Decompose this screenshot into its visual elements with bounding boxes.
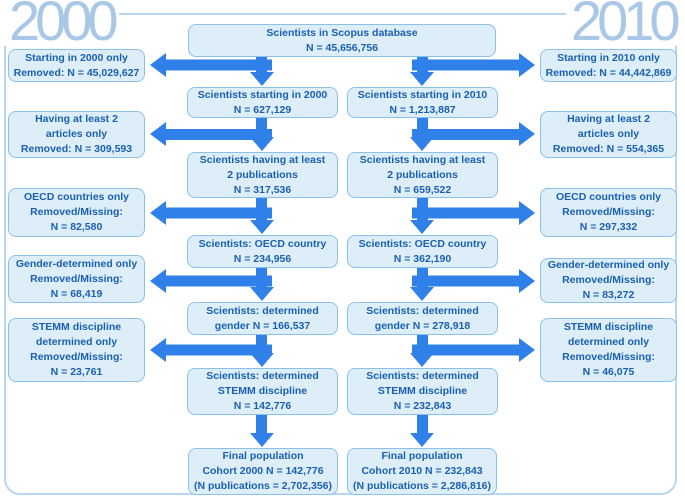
year-label-2000: 2000: [4, 0, 119, 49]
box-removed-2010-articles: Having at least 2 articles only Removed:…: [540, 111, 677, 158]
arrow-2010-step4: [410, 268, 535, 301]
box-removed-2010-gender: Gender-determined only Removed/Missing: …: [540, 258, 677, 303]
year-label-2010: 2010: [566, 0, 681, 49]
box-2000-gender: Scientists: determined gender N = 166,53…: [187, 302, 338, 335]
box-removed-2010-oecd: OECD countries only Removed/Missing: N =…: [540, 188, 677, 237]
arrow-2000-final: [250, 415, 274, 447]
box-removed-2000-gender: Gender-determined only Removed/Missing: …: [8, 255, 145, 303]
arrow-2010-step3: [410, 198, 535, 234]
box-2000-final-population: Final population Cohort 2000 N = 142,776…: [188, 448, 338, 495]
arrow-2000-step4: [150, 268, 274, 301]
box-2010-gender: Scientists: determined gender N = 278,91…: [347, 302, 498, 335]
box-2010-starting: Scientists starting in 2010 N = 1,213,88…: [347, 87, 498, 118]
box-removed-2000-articles: Having at least 2 articles only Removed:…: [8, 111, 145, 158]
arrow-2010-step5: [410, 335, 535, 367]
diagram-frame: [4, 13, 677, 495]
box-2010-final-population: Final population Cohort 2010 N = 232,843…: [347, 448, 497, 495]
arrow-2000-step3: [150, 198, 274, 234]
box-2010-stemm: Scientists: determined STEMM discipline …: [347, 368, 498, 415]
arrow-2000-step2: [150, 118, 274, 151]
box-2000-stemm: Scientists: determined STEMM discipline …: [187, 368, 338, 415]
box-2000-oecd: Scientists: OECD country N = 234,956: [187, 235, 338, 268]
arrow-2000-step5: [150, 335, 274, 367]
arrow-2000-step1: [150, 53, 274, 86]
arrow-2010-step1: [410, 53, 535, 86]
box-scopus-database: Scientists in Scopus database N = 45,656…: [188, 24, 496, 57]
arrow-2010-final: [410, 415, 434, 447]
box-removed-2010-stemm: STEMM discipline determined only Removed…: [540, 318, 677, 382]
arrow-2010-step2: [410, 118, 535, 151]
box-removed-2010-starting: Starting in 2010 only Removed: N = 44,44…: [540, 49, 677, 82]
box-2000-starting: Scientists starting in 2000 N = 627,129: [187, 87, 338, 118]
box-2000-publications: Scientists having at least 2 publication…: [187, 152, 338, 198]
box-removed-2000-starting: Starting in 2000 only Removed: N = 45,02…: [8, 49, 145, 82]
box-removed-2000-oecd: OECD countries only Removed/Missing: N =…: [8, 188, 145, 237]
box-2010-oecd: Scientists: OECD country N = 362,190: [347, 235, 498, 268]
box-2010-publications: Scientists having at least 2 publication…: [347, 152, 498, 198]
box-removed-2000-stemm: STEMM discipline determined only Removed…: [8, 318, 145, 382]
